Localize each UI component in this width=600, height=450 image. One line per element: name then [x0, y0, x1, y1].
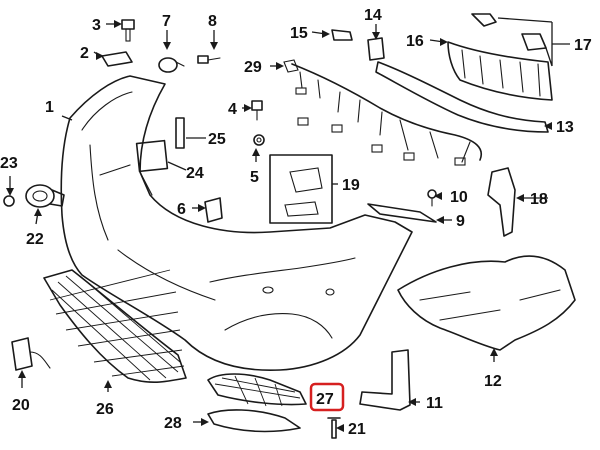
- clip-14-part: [367, 37, 385, 61]
- push-pin-part: [327, 417, 341, 439]
- callout-17: 17: [574, 37, 592, 54]
- clip-17b-part: [521, 33, 547, 51]
- callout-10: 10: [450, 189, 468, 206]
- sensor-rod-part: [175, 117, 185, 149]
- upper-absorber-part: [375, 61, 549, 133]
- callout-5: 5: [250, 169, 259, 186]
- lower-grille-part: [43, 269, 187, 383]
- callout-16: 16: [406, 33, 424, 50]
- callout-23: 23: [0, 155, 18, 172]
- control-module-part: [135, 139, 169, 173]
- callout-9: 9: [456, 213, 465, 230]
- camera-box-part: [269, 154, 333, 224]
- callout-4: 4: [228, 101, 237, 118]
- screw-10-part: [427, 189, 437, 207]
- callout-2: 2: [80, 45, 89, 62]
- clip-17a-part: [471, 13, 497, 27]
- callout-22: 22: [26, 231, 44, 248]
- absorber-bracket-part: [397, 255, 576, 351]
- tow-cover-part: [11, 337, 33, 371]
- callout-29: 29: [244, 59, 262, 76]
- bumper-cover-part: [60, 75, 413, 372]
- washer-5-part: [253, 134, 265, 146]
- trim-strip-part: [367, 203, 437, 223]
- callout-25: 25: [208, 131, 226, 148]
- callout-6: 6: [177, 201, 186, 218]
- callout-28: 28: [164, 415, 182, 432]
- callout-27: 27: [316, 391, 334, 408]
- reinforcement-part: [447, 41, 553, 101]
- fog-grille-part: [207, 373, 307, 433]
- nut-7-part: [158, 57, 185, 73]
- callout-labels: 1 2 3 4 5 6 7 8 9 10 11 12 13 14 15 16 1…: [0, 7, 592, 438]
- callout-13: 13: [556, 119, 574, 136]
- callout-8: 8: [208, 13, 217, 30]
- callout-24: 24: [186, 165, 204, 182]
- callout-20: 20: [12, 397, 30, 414]
- wiring-harness-part: [283, 59, 482, 166]
- screw-8-part: [197, 55, 221, 64]
- callout-1: 1: [45, 99, 54, 116]
- plate-2-part: [101, 51, 133, 67]
- bolt-3-part: [121, 19, 135, 42]
- callout-11: 11: [426, 395, 443, 412]
- callout-19: 19: [342, 177, 360, 194]
- side-bracket-part: [487, 167, 516, 237]
- callout-14: 14: [364, 7, 382, 24]
- callout-12: 12: [484, 373, 502, 390]
- clip-15-part: [331, 29, 353, 41]
- callout-18: 18: [530, 191, 548, 208]
- callout-26: 26: [96, 401, 114, 418]
- callout-21: 21: [348, 421, 366, 438]
- leader-lines: [6, 17, 570, 432]
- callout-15: 15: [290, 25, 308, 42]
- callout-3: 3: [92, 17, 101, 34]
- bolt-4-part: [251, 100, 263, 121]
- mounting-bracket-part: [204, 197, 223, 223]
- callout-27-highlight-box[interactable]: [309, 382, 345, 412]
- callout-7: 7: [162, 13, 171, 30]
- lower-bracket-part: [359, 349, 411, 411]
- park-sensor-part: [3, 184, 65, 208]
